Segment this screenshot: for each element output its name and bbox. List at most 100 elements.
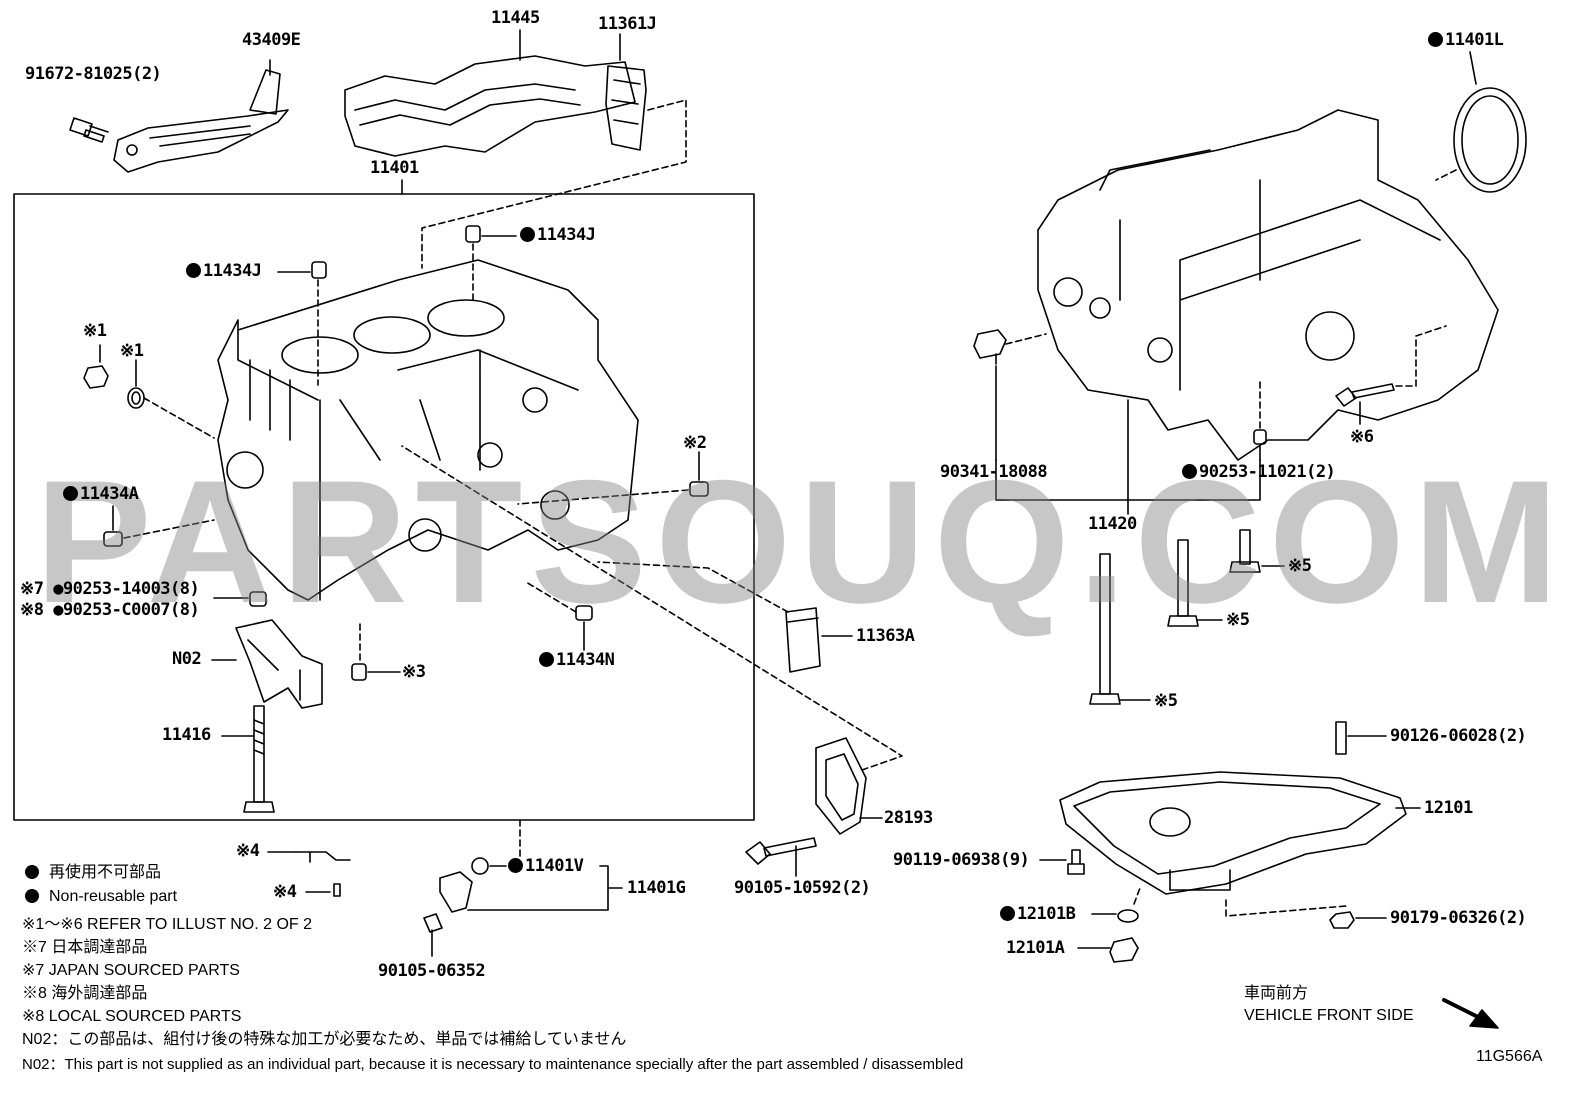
label-90253-11021: 90253-11021(2) bbox=[1182, 464, 1336, 481]
pin-11434j-top bbox=[465, 225, 481, 243]
crankcase-11420 bbox=[1037, 109, 1499, 461]
pin-90253-11021 bbox=[1253, 429, 1267, 445]
non-reusable-dot bbox=[539, 652, 554, 667]
label-11445: 11445 bbox=[491, 8, 540, 28]
label-90253-14003: ※7 ●90253-14003(8) bbox=[20, 579, 200, 599]
sensor-11401g bbox=[423, 857, 489, 933]
label-mark3: ※3 bbox=[402, 662, 426, 682]
dash-12101 bbox=[1225, 899, 1347, 917]
dash-11361j bbox=[421, 99, 687, 269]
non-reusable-dot bbox=[1000, 906, 1015, 921]
pin-mark2 bbox=[689, 481, 709, 497]
label-mark6: ※6 bbox=[1350, 427, 1374, 447]
label-11434a: 11434A bbox=[63, 486, 139, 503]
non-reusable-dot bbox=[25, 889, 39, 903]
non-reusable-dot bbox=[25, 865, 39, 879]
non-reusable-dot bbox=[186, 263, 201, 278]
pin-11434n bbox=[575, 605, 593, 621]
stud-90126 bbox=[1335, 721, 1347, 755]
label-12101b: 12101B bbox=[1000, 906, 1076, 923]
dash-11434a bbox=[123, 519, 215, 539]
label-90105-06352: 90105-06352 bbox=[378, 961, 486, 981]
bracket-11420 bbox=[995, 399, 1261, 515]
legend-local-en: ※8 LOCAL SOURCED PARTS bbox=[22, 1008, 242, 1025]
label-11434j-left: 11434J bbox=[186, 263, 262, 280]
bolt-11416 bbox=[243, 705, 275, 813]
label-12101: 12101 bbox=[1424, 798, 1473, 818]
dash-mark6 bbox=[1395, 325, 1447, 387]
bolt-mark5-long bbox=[1089, 553, 1121, 705]
oil-pan-12101 bbox=[1059, 771, 1407, 895]
label-12101a: 12101A bbox=[1006, 938, 1065, 958]
label-mark4b: ※4 bbox=[273, 882, 297, 902]
non-reusable-dot bbox=[1182, 464, 1197, 479]
bolt-91672 bbox=[69, 117, 109, 143]
label-90253-c0007: ※8 ●90253-C0007(8) bbox=[20, 600, 200, 620]
plug-90341 bbox=[973, 329, 1007, 365]
label-n02: N02 bbox=[172, 649, 202, 669]
front-direction-en: VEHICLE FRONT SIDE bbox=[1244, 1007, 1414, 1024]
bracket-43409e bbox=[113, 69, 289, 173]
cylinder-block-11401 bbox=[217, 259, 639, 601]
dash-12101b bbox=[1133, 887, 1141, 905]
label-mark2: ※2 bbox=[683, 433, 707, 453]
label-90105-10592: 90105-10592(2) bbox=[734, 878, 871, 898]
label-11420: 11420 bbox=[1088, 514, 1137, 534]
dash-11401l bbox=[1435, 169, 1457, 181]
bolt-mark5-short bbox=[1229, 529, 1261, 573]
non-reusable-dot bbox=[63, 486, 78, 501]
label-11361j: 11361J bbox=[598, 14, 657, 34]
dash-11434n bbox=[525, 581, 577, 613]
plug-12101a bbox=[1109, 937, 1139, 963]
legend-n02-jp: N02：この部品は、組付け後の特殊な加工が必要なため、単品では補給していません bbox=[22, 1031, 627, 1048]
dash-mark2 bbox=[517, 489, 689, 505]
label-90119: 90119-06938(9) bbox=[893, 850, 1030, 870]
label-90179: 90179-06326(2) bbox=[1390, 908, 1527, 928]
non-reusable-dot bbox=[1428, 32, 1443, 47]
legend-non-reusable-jp: 再使用不可部品 bbox=[25, 865, 161, 881]
legend-non-reusable-en: Non-reusable part bbox=[25, 889, 177, 905]
pin-90253 bbox=[249, 591, 267, 607]
label-mark1b: ※1 bbox=[120, 341, 144, 361]
plate-11363a bbox=[785, 607, 821, 673]
bolt-mark5-mid bbox=[1167, 539, 1199, 627]
label-mark4a: ※4 bbox=[236, 841, 260, 861]
label-mark5a: ※5 bbox=[1288, 556, 1312, 576]
dash-mark1 bbox=[143, 397, 215, 439]
diagram-code: 11G566A bbox=[1476, 1048, 1543, 1065]
label-mark5b: ※5 bbox=[1226, 610, 1250, 630]
label-43409e: 43409E bbox=[242, 30, 301, 50]
bracket-11401g bbox=[467, 865, 623, 911]
legend-refer: ※1～※6 REFER TO ILLUST NO. 2 OF 2 bbox=[22, 916, 313, 933]
label-11434j-top: 11434J bbox=[520, 227, 596, 244]
leader-11401l bbox=[1469, 51, 1477, 85]
label-11416: 11416 bbox=[162, 725, 211, 745]
front-direction-arrow bbox=[1442, 998, 1499, 1029]
legend-japan-en: ※7 JAPAN SOURCED PARTS bbox=[22, 962, 240, 979]
label-90341: 90341-18088 bbox=[940, 462, 1048, 482]
legend-japan-jp: ※7 日本調達部品 bbox=[22, 939, 148, 956]
legend-n02-en: N02：This part is not supplied as an indi… bbox=[22, 1056, 964, 1073]
pin-11434j-left bbox=[311, 261, 327, 279]
clip-mark4 bbox=[295, 851, 351, 897]
gasket-11361j bbox=[605, 65, 647, 151]
label-11401: 11401 bbox=[370, 158, 419, 178]
gasket-12101b bbox=[1117, 909, 1139, 923]
nut-90179 bbox=[1329, 911, 1355, 929]
label-mark1a: ※1 bbox=[83, 321, 107, 341]
label-28193: 28193 bbox=[884, 808, 933, 828]
dash-28193 bbox=[401, 445, 903, 771]
label-11401v: 11401V bbox=[508, 858, 584, 875]
bolt-90105-10592 bbox=[745, 837, 817, 865]
plug-mark1 bbox=[83, 365, 145, 409]
bearing-cap-n02 bbox=[235, 619, 323, 709]
label-11434n: 11434N bbox=[539, 652, 615, 669]
bolt-90119 bbox=[1067, 849, 1085, 875]
label-mark5c: ※5 bbox=[1154, 691, 1178, 711]
bolt-mark6 bbox=[1335, 383, 1395, 407]
dash-90341 bbox=[1005, 333, 1047, 345]
gasket-28193 bbox=[815, 737, 867, 835]
oil-seal-11401l bbox=[1453, 87, 1527, 193]
